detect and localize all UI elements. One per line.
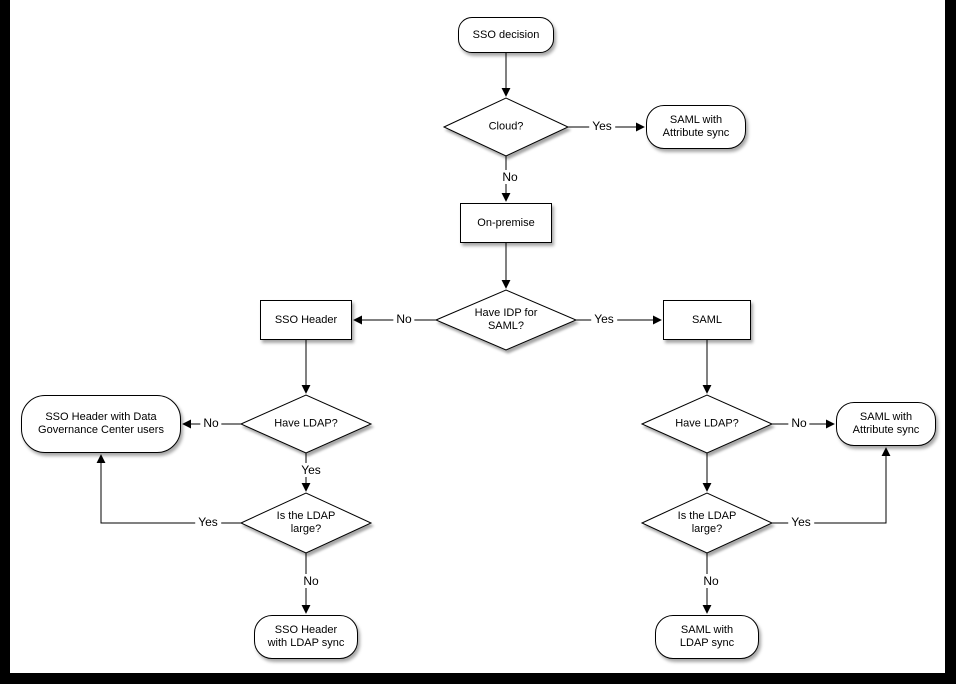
edge-label-idp-no: No [393, 312, 415, 326]
node-saml-attribute-sync-top: SAML with Attribute sync [646, 105, 746, 149]
node-have-ldap-left-label: Have LDAP? [274, 417, 338, 430]
node-on-premise: On-premise [460, 203, 552, 243]
edge-label-ldap-left-yes: Yes [298, 463, 324, 477]
node-have-idp-shape [434, 289, 578, 351]
edge-label-large-right-no: No [700, 574, 722, 588]
edge-label-ldap-left-no: No [200, 416, 222, 430]
edge-label-large-right-yes: Yes [788, 515, 814, 529]
node-have-idp-label: Have IDP for SAML? [474, 307, 538, 332]
edge-large-left-yes [96, 454, 241, 524]
edge-label-large-left-no: No [300, 574, 322, 588]
node-saml: SAML [663, 300, 751, 340]
edge-label-idp-yes: Yes [591, 312, 617, 326]
edge-label-ldap-right-no: No [788, 416, 810, 430]
edge-label-cloud-no: No [499, 170, 521, 184]
node-cloud-label: Cloud? [488, 120, 524, 133]
node-have-ldap-right-label: Have LDAP? [675, 417, 739, 430]
node-have-ldap-right-shape [640, 394, 774, 454]
node-saml-attribute-sync-right: SAML with Attribute sync [836, 402, 936, 446]
node-sso-decision: SSO decision [458, 17, 554, 53]
node-ldap-large-right-label: Is the LDAP large? [677, 510, 737, 535]
node-sso-header-dgc-users: SSO Header with Data Governance Center u… [21, 395, 181, 453]
node-sso-header-ldap-sync: SSO Header with LDAP sync [254, 615, 358, 659]
node-ldap-large-left-label: Is the LDAP large? [276, 510, 336, 535]
node-ldap-large-right-shape [640, 492, 774, 554]
edge-label-large-left-yes: Yes [195, 515, 221, 529]
edge-label-cloud-yes: Yes [589, 119, 615, 133]
node-sso-header: SSO Header [260, 300, 352, 340]
node-saml-ldap-sync: SAML with LDAP sync [655, 615, 759, 659]
node-ldap-large-left-shape [239, 492, 373, 554]
edge-large-right-yes [772, 447, 891, 524]
node-have-ldap-left-shape [239, 394, 373, 454]
node-cloud-shape [442, 97, 570, 157]
